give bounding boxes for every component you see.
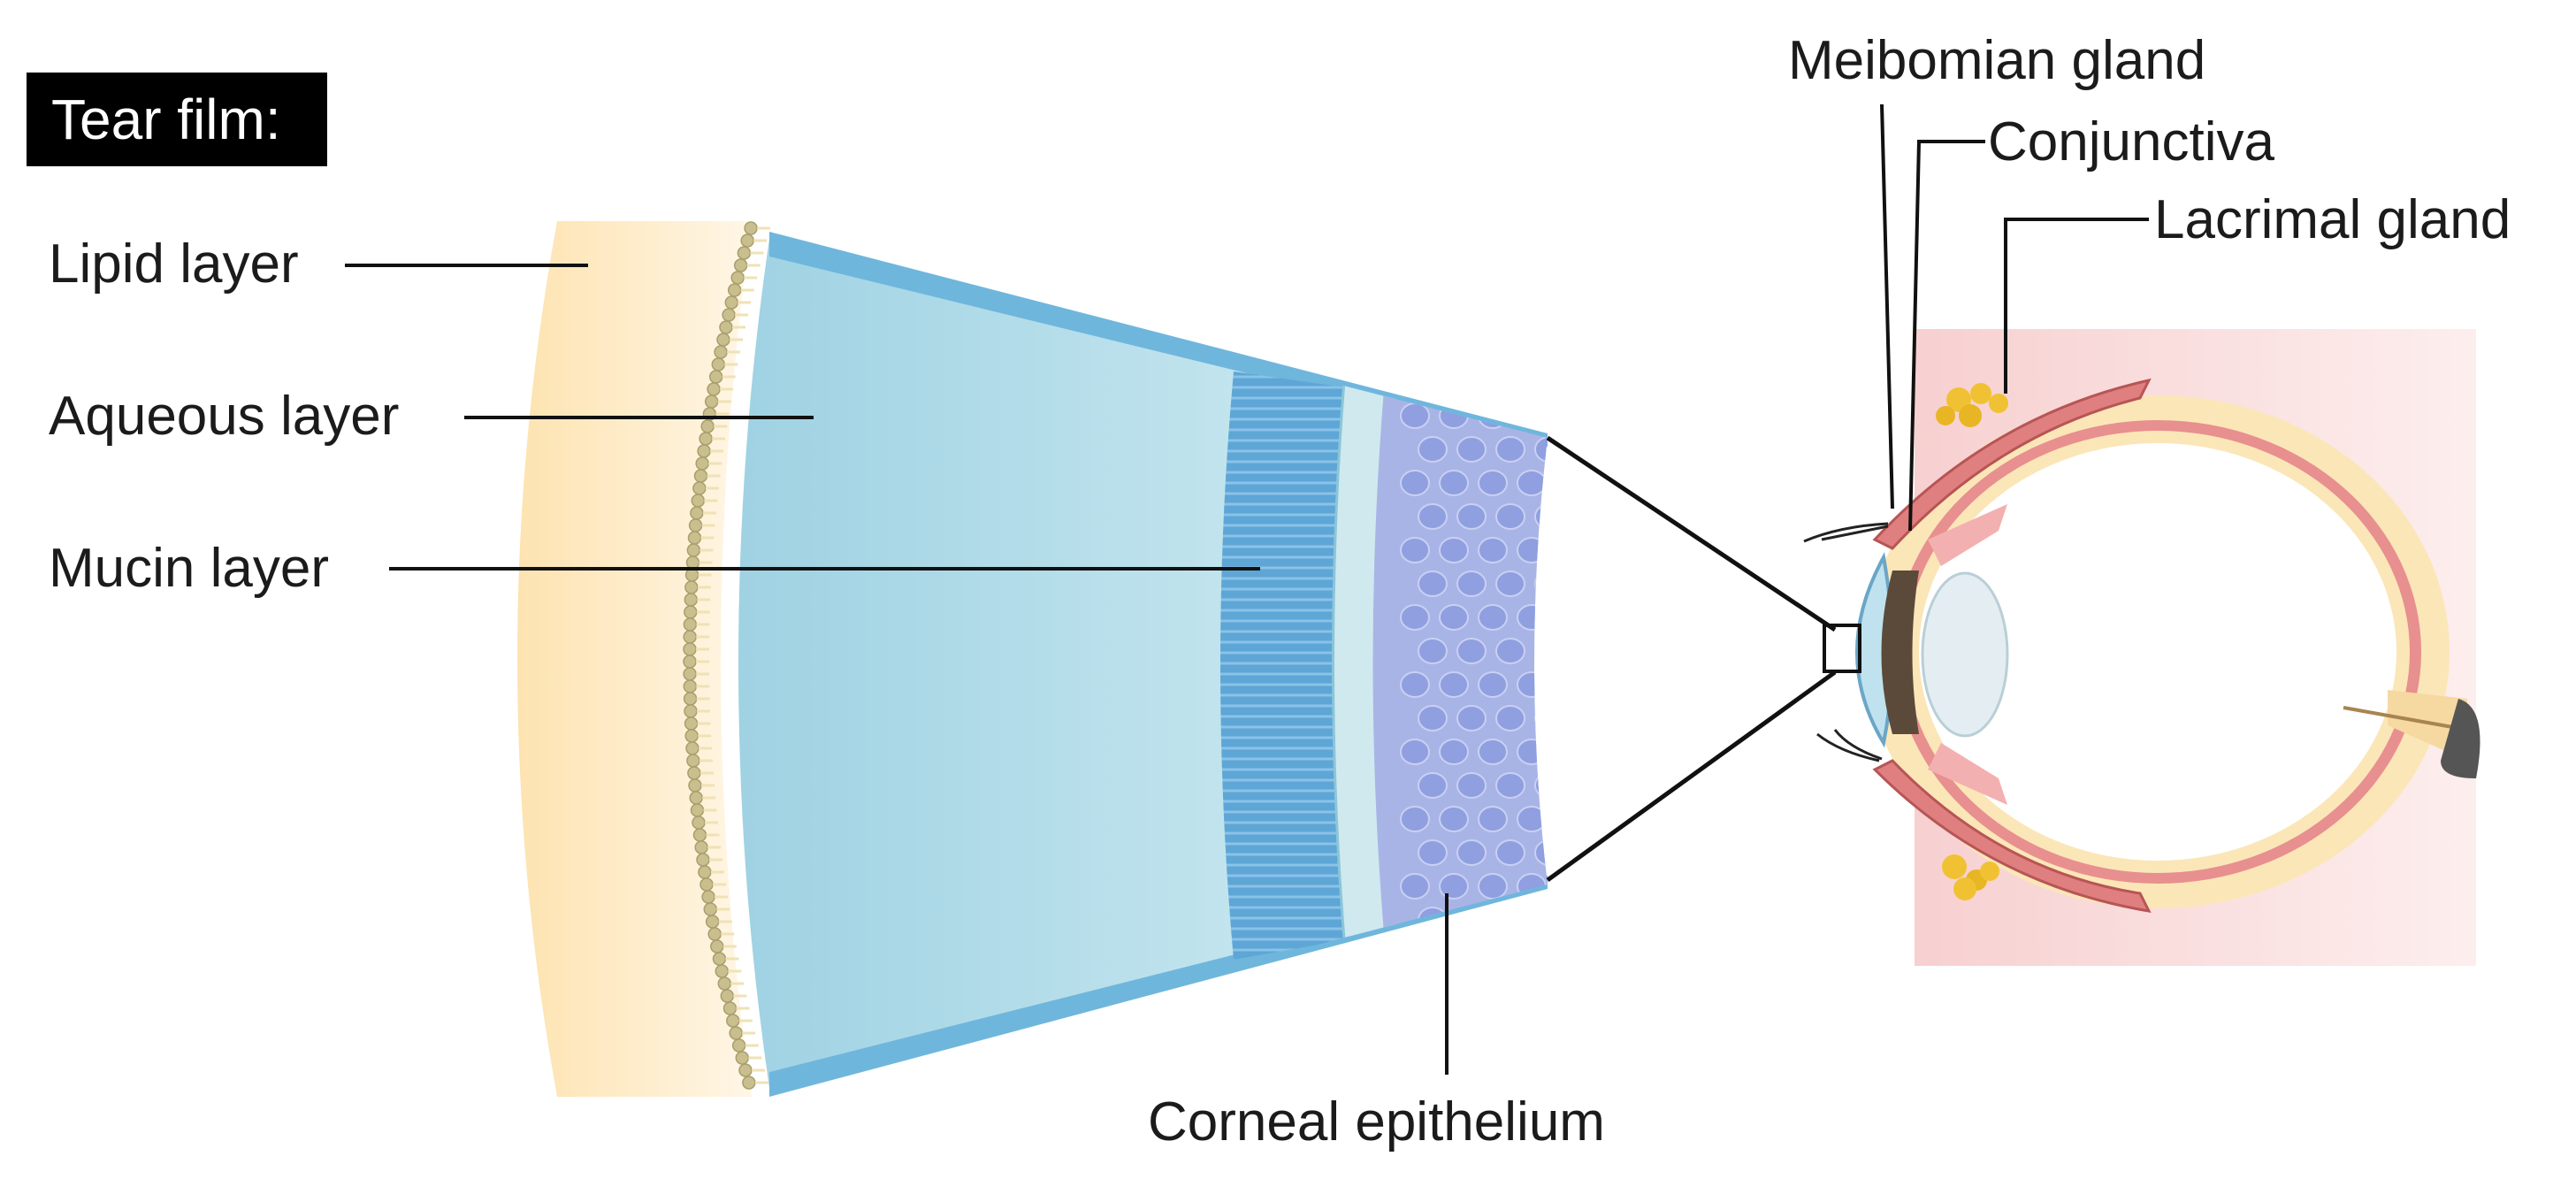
mucin-layer-label: Mucin layer — [49, 538, 329, 599]
corneal-epithelium-label: Corneal epithelium — [1148, 1091, 1605, 1153]
meibomian-gland-label: Meibomian gland — [1788, 30, 2206, 91]
conjunctiva-leader-line — [1908, 140, 1985, 532]
optic-disc — [2441, 699, 2480, 778]
zoom-box — [1823, 624, 1861, 673]
lipid-layer-label: Lipid layer — [49, 234, 299, 295]
zoom-line-bottom — [1546, 670, 1837, 883]
phospholipid-beads — [683, 221, 771, 1090]
title-text: Tear film: — [51, 88, 281, 151]
conjunctiva-label: Conjunctiva — [1988, 111, 2274, 172]
upper-eyelash — [1803, 522, 1889, 543]
aqueous-layer-label: Aqueous layer — [49, 386, 400, 447]
zoom-line-top — [1546, 435, 1837, 632]
title-box: Tear film: — [27, 73, 327, 166]
iris — [1881, 571, 1919, 734]
lacrimal-gland-upper — [1936, 383, 2008, 427]
lower-eyelid — [1872, 759, 2152, 913]
lacrimal-gland-lower — [1942, 854, 1999, 900]
meibomian-leader-line — [1880, 103, 1894, 509]
eye-illustration — [1803, 329, 2480, 966]
upper-eyelid — [1872, 378, 2152, 550]
lens — [1921, 571, 2009, 738]
mucin-layer-region — [1220, 371, 1357, 960]
upper-ciliary — [1928, 504, 2007, 566]
lower-ciliary — [1928, 743, 2007, 805]
optic-nerve-core — [2343, 706, 2468, 731]
lower-eyelash — [1816, 729, 1883, 762]
lipid-layer-region — [517, 221, 752, 1097]
epithelium-cells — [1400, 402, 1548, 933]
vitreous — [1919, 443, 2396, 861]
lacrimal-gland-label: Lacrimal gland — [2154, 189, 2511, 250]
lacrimal-leader-line — [2004, 218, 2149, 394]
